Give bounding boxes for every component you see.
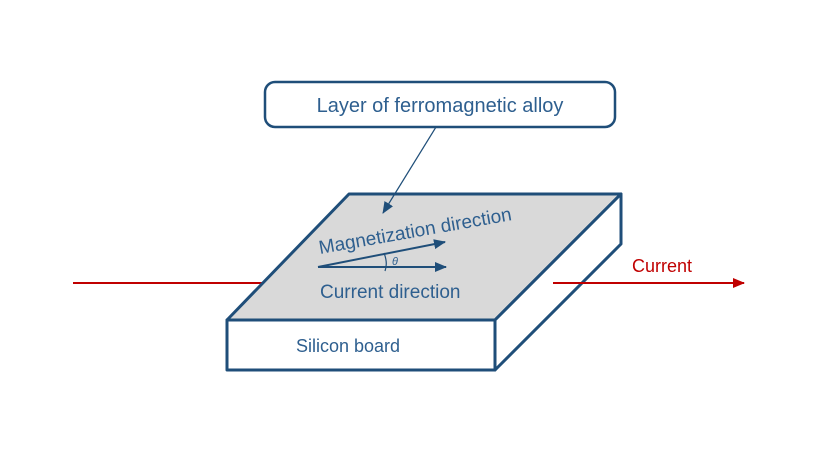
magnetization-arrow <box>317 239 446 268</box>
angle-theta: θ <box>392 256 398 268</box>
callout-box <box>263 80 617 129</box>
callout-label: Layer of ferromagnetic alloy <box>317 95 564 117</box>
current-direction-label: Current direction <box>320 282 460 303</box>
current-label: Current <box>632 256 692 276</box>
silicon-board-label: Silicon board <box>296 336 400 356</box>
angle-arc <box>383 252 387 272</box>
callout-pointer-arrow <box>382 126 437 214</box>
